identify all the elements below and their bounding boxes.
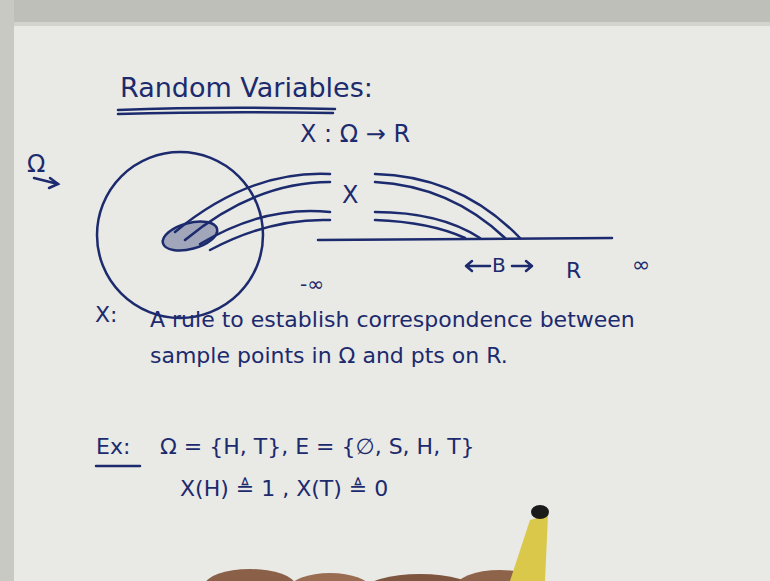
mapping-band (375, 212, 480, 238)
interval-arrow (512, 261, 532, 271)
title-underline (118, 108, 335, 110)
mapping-band (210, 220, 330, 250)
mapping-band (375, 220, 465, 238)
title-underline (118, 112, 333, 114)
example-label: Ex: (96, 434, 130, 460)
hand (205, 569, 295, 581)
mapping-label: X : Ω → R (300, 120, 410, 149)
circle-outline (95, 150, 265, 320)
interval-label: B (492, 253, 506, 277)
axis-label: -∞ (300, 272, 324, 296)
hand (290, 573, 370, 581)
real-line (318, 238, 612, 240)
axis-label: R (566, 258, 581, 284)
hand (365, 574, 475, 581)
set-label: Ω (27, 150, 45, 179)
board-frame (0, 22, 770, 26)
axis-label: ∞ (632, 252, 650, 278)
marker-tip (531, 505, 549, 519)
board-left-edge (0, 0, 14, 581)
example-text: X(H) ≜ 1 , X(T) ≜ 0 (180, 476, 388, 502)
mapping-band (375, 182, 505, 238)
interval-arrow (466, 261, 490, 271)
example-text: Ω = {H, T}, E = {∅, S, H, T} (160, 434, 475, 460)
sample-space-circle: Ω (95, 150, 265, 320)
mapping-band (375, 174, 520, 238)
pointer-arrowhead (49, 178, 58, 188)
board-top-edge (0, 0, 770, 22)
marker (510, 515, 548, 581)
title: Random Variables: (120, 72, 373, 104)
definition-label: X: (95, 302, 117, 328)
mapping-symbol: X (342, 181, 358, 210)
definition-text: A rule to establish correspondence betwe… (150, 302, 650, 374)
ex-underline (96, 465, 140, 468)
